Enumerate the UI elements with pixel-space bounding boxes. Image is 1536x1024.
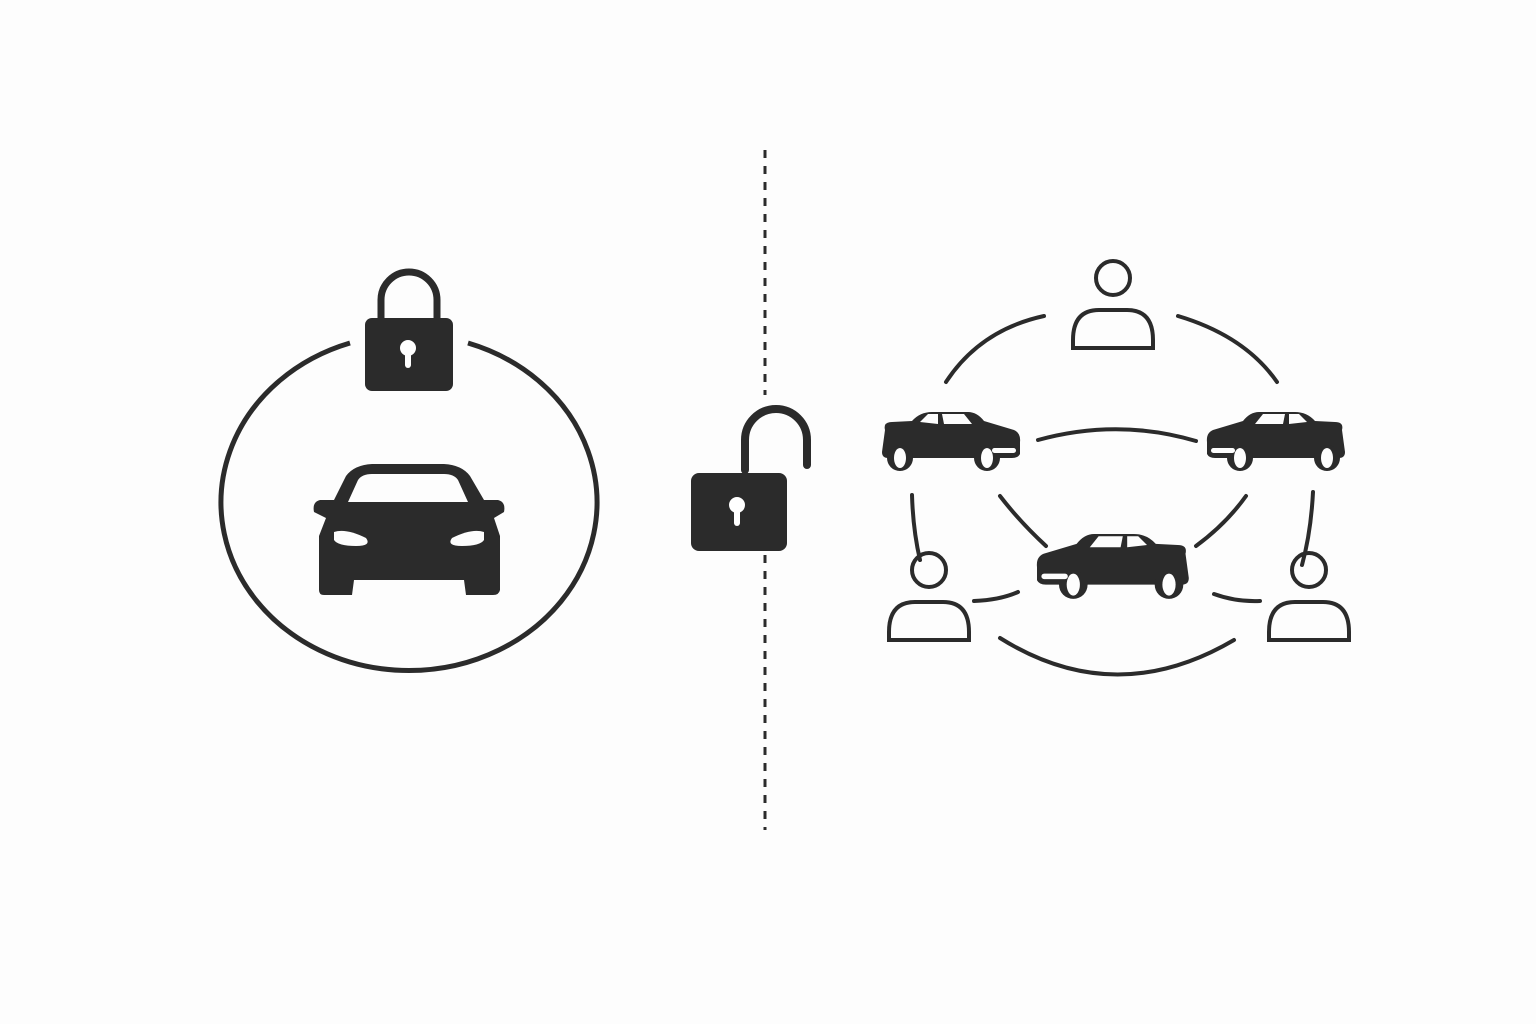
car-front-icon <box>313 464 505 595</box>
person-icon <box>1071 259 1155 350</box>
car-side-icon <box>1206 412 1345 471</box>
car-side-icon <box>882 412 1021 471</box>
person-icon <box>1267 551 1351 642</box>
car-side-icon <box>1036 534 1189 599</box>
unlocked-padlock-icon <box>691 405 811 551</box>
person-icon <box>887 551 971 642</box>
locked-padlock-icon <box>365 268 453 391</box>
network-connections <box>910 314 1315 677</box>
enclosing-ring <box>218 340 600 673</box>
